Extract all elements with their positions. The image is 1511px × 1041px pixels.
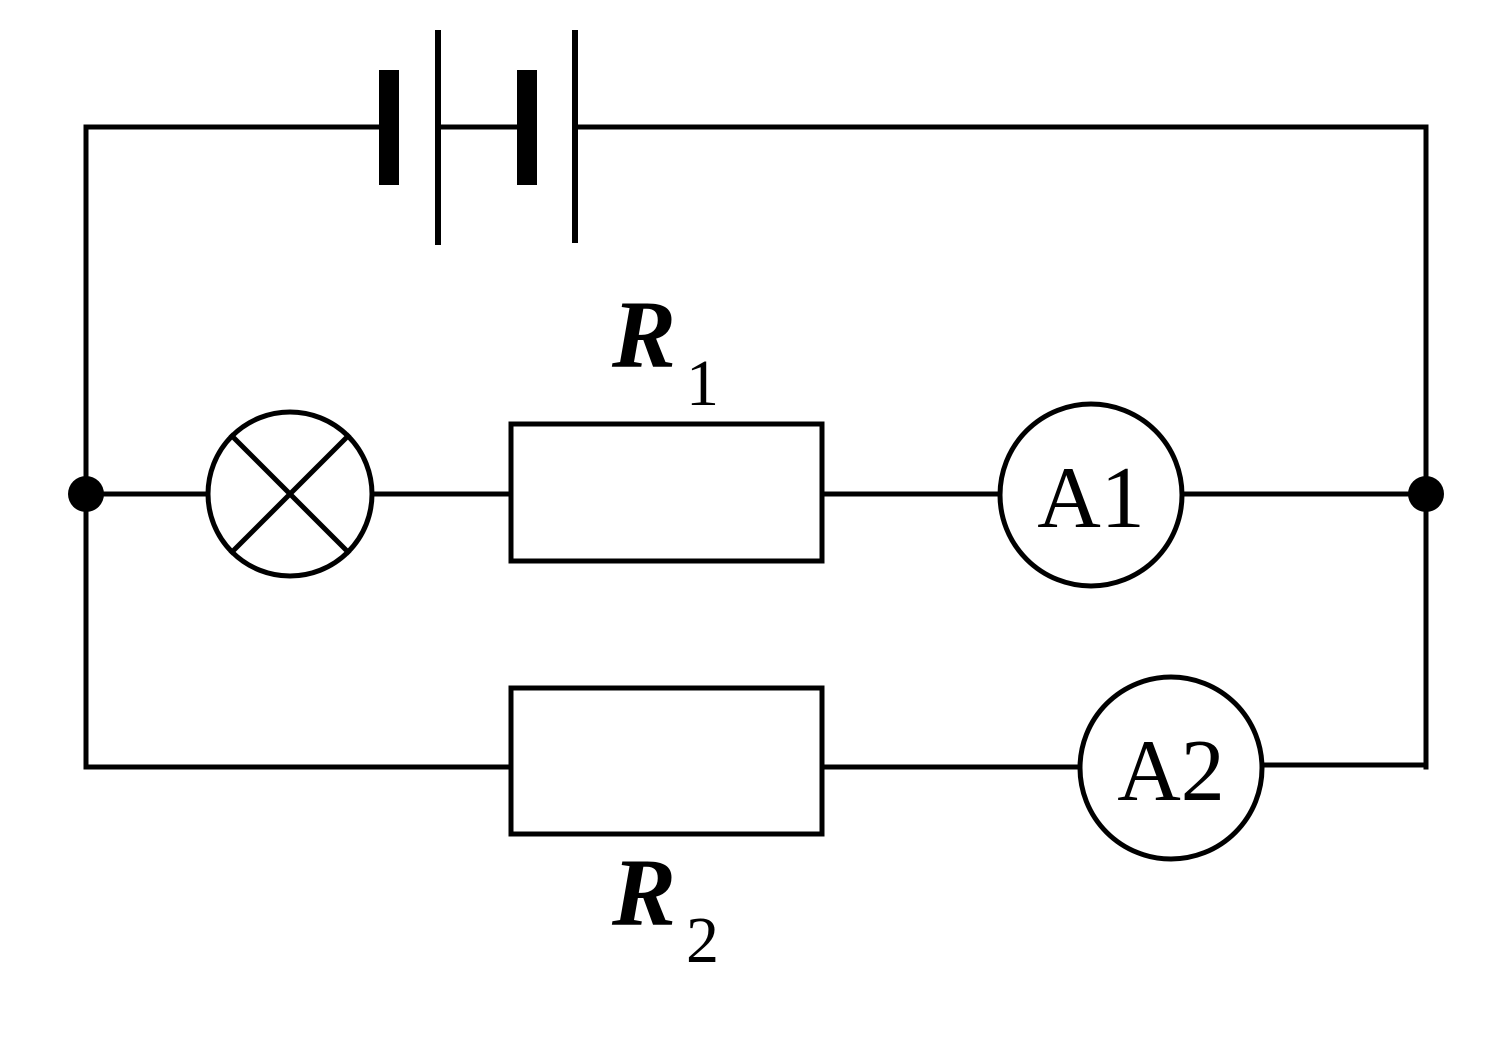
junction-left xyxy=(68,476,104,512)
r1-label-subscript: 1 xyxy=(686,347,719,420)
ammeter-a2-circle xyxy=(1077,674,1265,862)
r1-label-main: R xyxy=(611,281,676,388)
lamp-circle xyxy=(205,409,375,579)
ammeter-a2: A2 xyxy=(1077,674,1265,862)
resistor-r2 xyxy=(508,685,825,837)
ammeter-a2-label: A2 xyxy=(1117,723,1225,820)
r2-label-subscript: 2 xyxy=(686,904,719,977)
resistor-r1-label: R 1 xyxy=(611,281,719,420)
resistor-r1 xyxy=(508,421,825,564)
junction-right xyxy=(1408,476,1444,512)
ammeter-a1-circle xyxy=(997,401,1185,589)
resistor-r2-label: R 2 xyxy=(611,839,719,977)
ammeter-a1: A1 xyxy=(997,401,1185,589)
bottom-branch xyxy=(83,762,1429,770)
lamp-icon xyxy=(205,409,375,579)
battery-icon xyxy=(379,30,578,245)
ammeter-a1-label: A1 xyxy=(1037,450,1145,547)
lamp-cross-2 xyxy=(228,432,352,556)
r2-label-main: R xyxy=(611,839,676,946)
